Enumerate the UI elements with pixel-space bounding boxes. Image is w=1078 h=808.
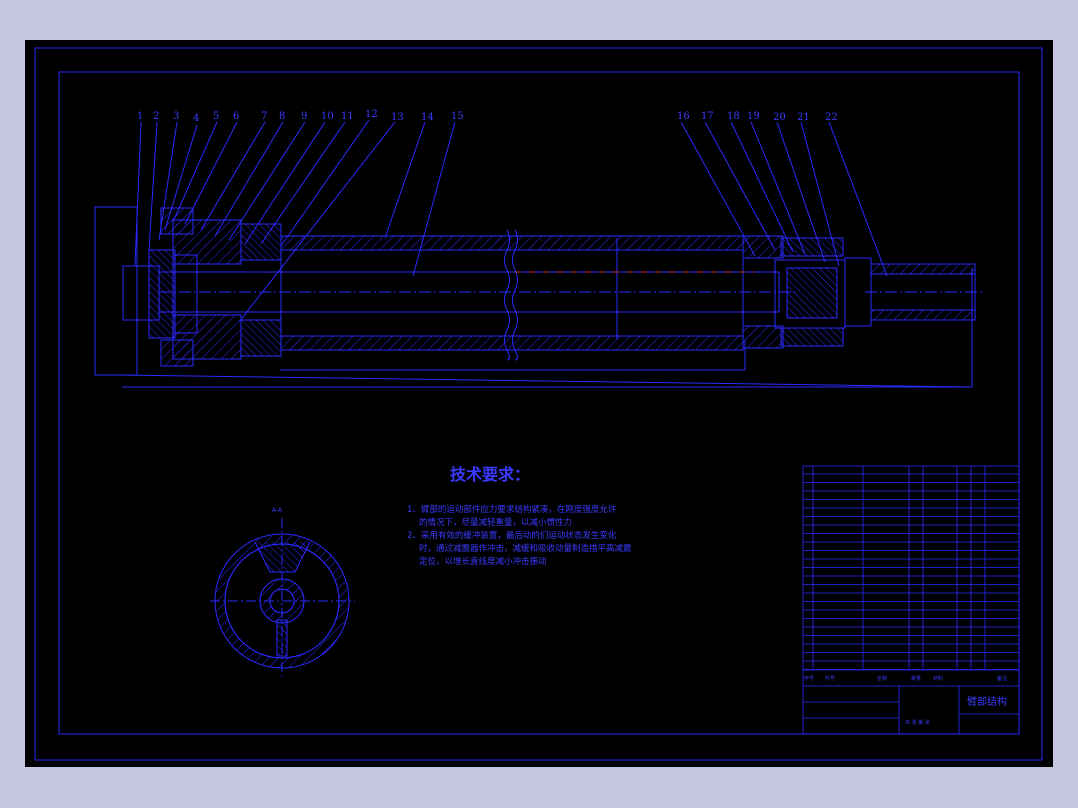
header-seq: 序号: [804, 675, 814, 682]
part-number-15: 15: [451, 111, 464, 122]
part-number-14: 14: [421, 112, 434, 123]
part-number-16: 16: [677, 111, 690, 122]
section-label: A-A: [272, 507, 283, 514]
arm-assembly-section: [94, 119, 983, 388]
part-number-9: 9: [301, 111, 307, 122]
section-a-a: [210, 518, 355, 676]
part-number-6: 6: [233, 111, 239, 122]
part-number-11: 11: [341, 111, 354, 122]
tech-note-line: 2、采用有效的缓冲装置，最后动的们运动状态发生变化: [407, 530, 617, 541]
header-code: 代号: [825, 675, 835, 682]
parts-list-table: [802, 465, 1020, 735]
part-number-4: 4: [193, 113, 199, 124]
tech-note-line: 1、臂部的运动部件应力要求结构紧凑，在刚度强度允许: [407, 504, 617, 515]
part-number-7: 7: [261, 111, 267, 122]
tech-note-line: 的情况下，尽量减轻重量，以减小惯性力: [419, 517, 572, 528]
part-number-19: 19: [747, 111, 760, 122]
header-material: 材料: [933, 675, 943, 682]
part-number-18: 18: [727, 111, 740, 122]
part-number-13: 13: [391, 112, 404, 123]
part-number-22: 22: [825, 112, 838, 123]
header-name: 名称: [877, 675, 887, 682]
part-number-12: 12: [365, 109, 378, 120]
part-number-20: 20: [773, 112, 786, 123]
tech-note-line: 时，通过减震器作冲击，减缓和吸收动量制造措平高减震: [419, 543, 632, 554]
part-number-1: 1: [137, 111, 143, 122]
outer-border: [34, 47, 1043, 761]
header-qty: 数量: [911, 675, 921, 682]
part-number-3: 3: [173, 111, 179, 122]
drawing-title: 臂部结构: [967, 695, 1007, 708]
tech-note-line: 定位，以增长直线度减小冲击振动: [419, 556, 547, 567]
part-number-21: 21: [797, 112, 810, 123]
part-number-17: 17: [701, 111, 714, 122]
part-number-5: 5: [213, 111, 219, 122]
header-remark: 备注: [997, 675, 1007, 682]
part-number-8: 8: [279, 111, 285, 122]
part-number-10: 10: [321, 111, 334, 122]
part-number-2: 2: [153, 111, 159, 122]
tech-requirements-notes: 1、臂部的运动部件应力要求结构紧凑，在刚度强度允许的情况下，尽量减轻重量，以减小…: [407, 504, 632, 567]
sheet-info: 共 张 第 张: [905, 719, 930, 726]
inner-border: [58, 71, 1020, 735]
tech-requirements-title: 技术要求：: [450, 465, 530, 484]
